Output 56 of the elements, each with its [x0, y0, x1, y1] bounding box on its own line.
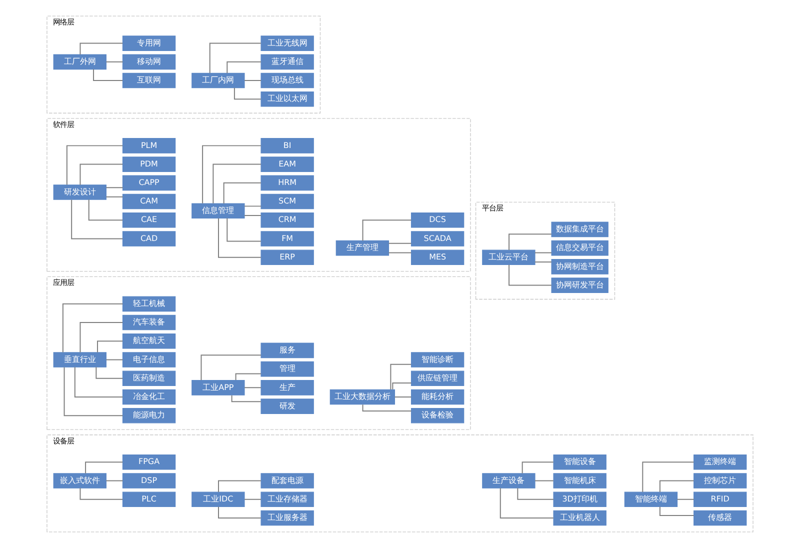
connector [642, 462, 694, 493]
connector [244, 215, 262, 216]
connector [218, 480, 262, 493]
connector [362, 404, 412, 412]
connector [106, 61, 124, 62]
connector [508, 234, 552, 251]
connector [200, 354, 262, 381]
connector [676, 498, 694, 500]
connector [106, 196, 124, 198]
connector [534, 252, 552, 254]
connector [106, 480, 124, 482]
connector [202, 145, 262, 204]
connector [508, 264, 552, 286]
connector [93, 68, 124, 82]
connector [71, 199, 124, 240]
connector [390, 364, 412, 390]
connector [97, 340, 124, 353]
connector [209, 42, 262, 74]
connector [500, 488, 554, 518]
connector [80, 488, 124, 500]
connector [226, 218, 262, 242]
connector [659, 480, 694, 493]
connector [534, 262, 552, 263]
connector [522, 462, 554, 474]
connector [74, 366, 124, 398]
connector [517, 488, 554, 500]
connector [394, 396, 412, 398]
connector [235, 373, 262, 381]
connector [244, 387, 262, 388]
connector [244, 206, 262, 207]
connector [362, 220, 412, 242]
connector [388, 242, 412, 244]
connector [80, 322, 124, 353]
connector [64, 366, 124, 416]
connector [85, 462, 124, 474]
connector [392, 382, 412, 390]
connector [534, 480, 554, 482]
connector [231, 394, 262, 402]
connector [659, 506, 694, 516]
connector [106, 359, 124, 360]
connector [218, 218, 262, 258]
connector [244, 80, 262, 82]
connector [80, 164, 124, 186]
connector [234, 87, 262, 100]
connector [96, 366, 124, 379]
connector [223, 182, 262, 204]
connector [244, 498, 262, 500]
connector [62, 303, 124, 353]
connector [226, 61, 262, 74]
connector [106, 187, 124, 188]
connector [388, 252, 412, 254]
connector [66, 145, 124, 186]
connector [212, 164, 262, 204]
connector [218, 506, 262, 518]
connector [88, 199, 124, 221]
connector [80, 42, 124, 56]
